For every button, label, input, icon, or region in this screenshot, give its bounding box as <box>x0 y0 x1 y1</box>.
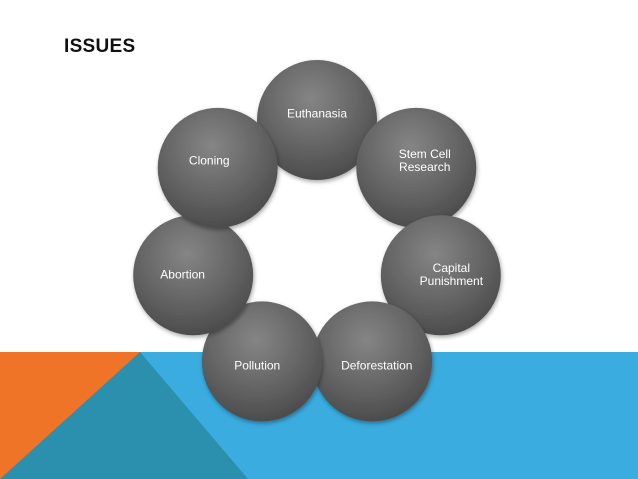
node-circle-pollution <box>201 301 322 422</box>
cycle-nodes <box>133 60 501 422</box>
node-circle-stem-cell-research <box>356 107 477 228</box>
node-circle-cloning <box>157 107 278 228</box>
node-circle-abortion <box>133 215 254 336</box>
node-label-pollution: Pollution <box>234 358 281 373</box>
slide-title: ISSUES <box>64 36 136 57</box>
node-label-cloning: Cloning <box>188 153 230 168</box>
node-label-deforestation: Deforestation <box>341 358 413 373</box>
node-circle-deforestation <box>312 301 433 422</box>
node-label-capital-punishment: Capital Punishment <box>419 260 484 288</box>
node-label-stem-cell-research: Stem Cell Research <box>398 147 451 175</box>
node-label-euthanasia: Euthanasia <box>286 106 348 121</box>
node-circle-euthanasia <box>257 60 377 180</box>
teal-band-triangle <box>0 352 248 479</box>
node-label-abortion: Abortion <box>160 267 205 282</box>
node-circle-capital-punishment <box>380 215 501 336</box>
